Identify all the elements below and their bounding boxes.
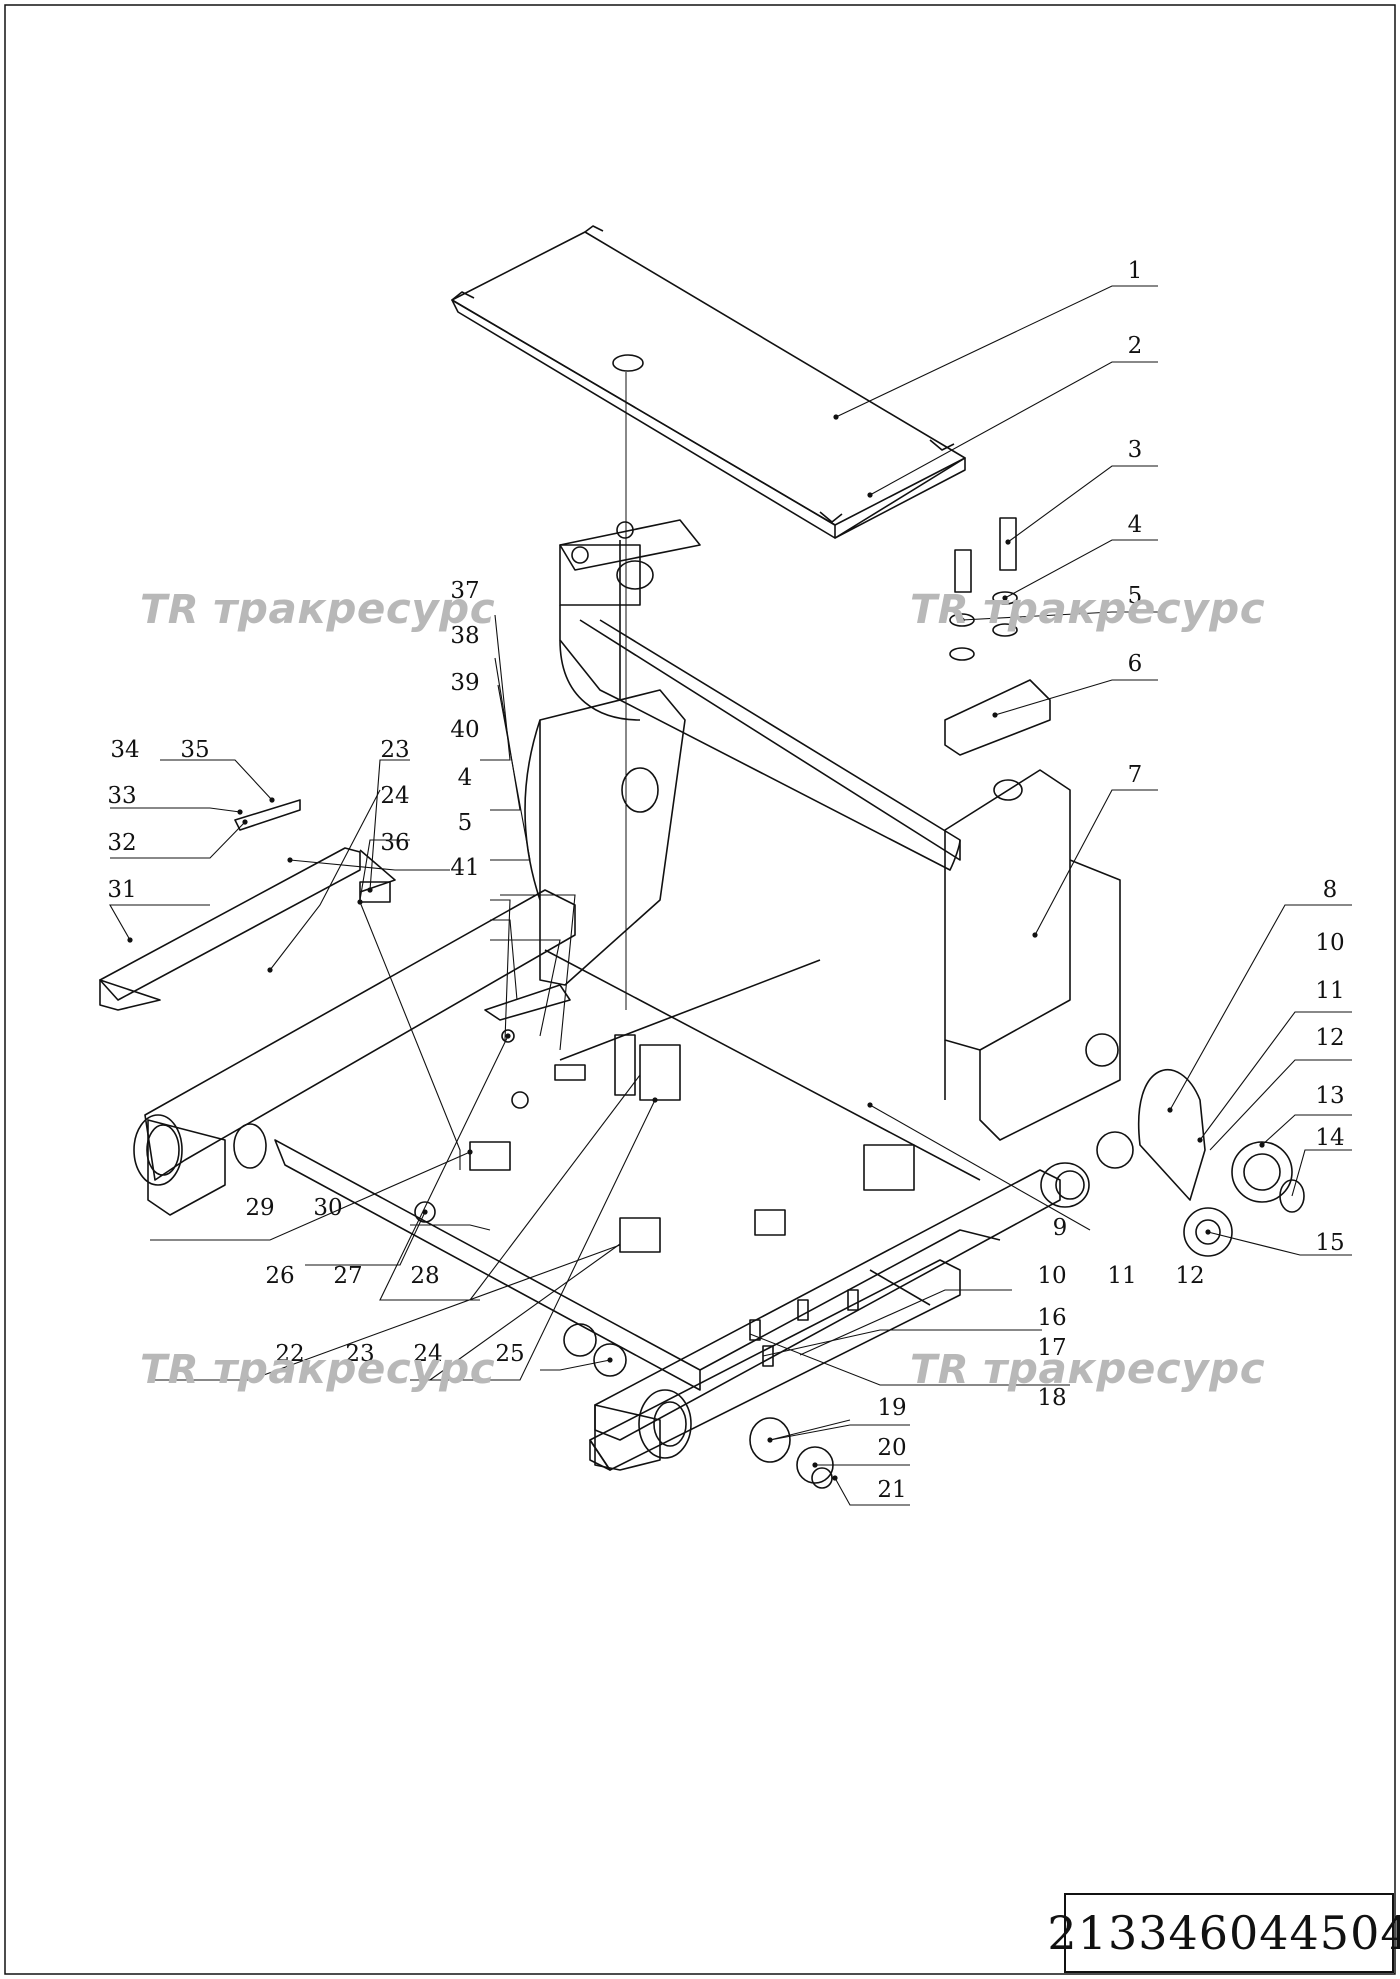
part-label: 41 <box>450 855 480 881</box>
part-label: 6 <box>1127 651 1143 677</box>
leader-lines <box>109 285 1352 1506</box>
part-label: 33 <box>107 783 137 809</box>
part-label: 5 <box>457 810 473 836</box>
watermark-text: тракресурс <box>983 584 1266 633</box>
watermark: TR тракресурс <box>910 587 1265 633</box>
part-guard-channel <box>99 799 396 1011</box>
bearing-housings <box>133 1033 1134 1459</box>
watermark-logo-mark: TR <box>140 587 200 633</box>
part-label: 27 <box>333 1263 363 1289</box>
watermark-text: тракресурс <box>983 1344 1266 1393</box>
part-label: 16 <box>1037 1305 1067 1331</box>
document-number-box: 213346044504 <box>1047 1893 1400 1973</box>
part-label: 7 <box>1127 762 1143 788</box>
part-label: 11 <box>1315 978 1345 1004</box>
part-label: 24 <box>380 783 410 809</box>
sheet-border <box>4 4 1396 1975</box>
part-label: 12 <box>1315 1025 1345 1051</box>
part-label: 4 <box>1127 512 1143 538</box>
part-label: 26 <box>265 1263 295 1289</box>
watermark-logo-mark: TR <box>910 1347 970 1393</box>
part-label: 19 <box>877 1395 907 1421</box>
part-label: 25 <box>495 1341 525 1367</box>
part-base-rails <box>144 889 1061 1471</box>
part-label: 2 <box>1127 333 1143 359</box>
part-label: 17 <box>1037 1335 1067 1361</box>
part-label: 11 <box>1107 1263 1137 1289</box>
part-label: 30 <box>313 1195 343 1221</box>
part-label: 22 <box>275 1341 305 1367</box>
part-label: 39 <box>450 670 480 696</box>
watermark-text: тракресурс <box>213 584 496 633</box>
part-label: 37 <box>450 578 480 604</box>
watermark-logo-mark: TR <box>140 1347 200 1393</box>
part-label: 24 <box>413 1341 443 1367</box>
part-label: 1 <box>1127 258 1143 284</box>
part-label: 32 <box>107 830 137 856</box>
part-label: 10 <box>1037 1263 1067 1289</box>
part-label: 40 <box>450 717 480 743</box>
part-label: 34 <box>110 737 140 763</box>
part-main-frame <box>524 519 1121 1141</box>
watermark: TR тракресурс <box>140 1347 495 1393</box>
part-label: 3 <box>1127 437 1143 463</box>
part-label: 15 <box>1315 1230 1345 1256</box>
part-label: 31 <box>107 877 137 903</box>
part-cover-plate <box>451 225 966 539</box>
part-label: 8 <box>1322 877 1338 903</box>
part-label: 38 <box>450 623 480 649</box>
part-label: 12 <box>1175 1263 1205 1289</box>
part-label: 29 <box>245 1195 275 1221</box>
bolts-and-clamp <box>944 517 1051 756</box>
watermark-logo-mark: TR <box>910 587 970 633</box>
part-label: 35 <box>180 737 210 763</box>
part-right-bearing-group <box>1137 1069 1305 1257</box>
part-label: 4 <box>457 765 473 791</box>
part-label: 5 <box>1127 583 1143 609</box>
part-label: 10 <box>1315 930 1345 956</box>
part-label: 21 <box>877 1477 907 1503</box>
part-label: 9 <box>1052 1215 1068 1241</box>
document-number: 213346044504 <box>1047 1906 1400 1960</box>
part-label: 13 <box>1315 1083 1345 1109</box>
part-label: 28 <box>410 1263 440 1289</box>
part-label: 23 <box>380 737 410 763</box>
part-label: 36 <box>380 830 410 856</box>
part-label: 18 <box>1037 1385 1067 1411</box>
part-label: 20 <box>877 1435 907 1461</box>
part-label: 14 <box>1315 1125 1345 1151</box>
watermark-text: тракресурс <box>213 1344 496 1393</box>
small-fittings <box>414 984 931 1489</box>
part-label: 23 <box>345 1341 375 1367</box>
watermark: TR тракресурс <box>140 587 495 633</box>
leader-dots <box>127 414 1265 1481</box>
watermark: TR тракресурс <box>910 1347 1265 1393</box>
